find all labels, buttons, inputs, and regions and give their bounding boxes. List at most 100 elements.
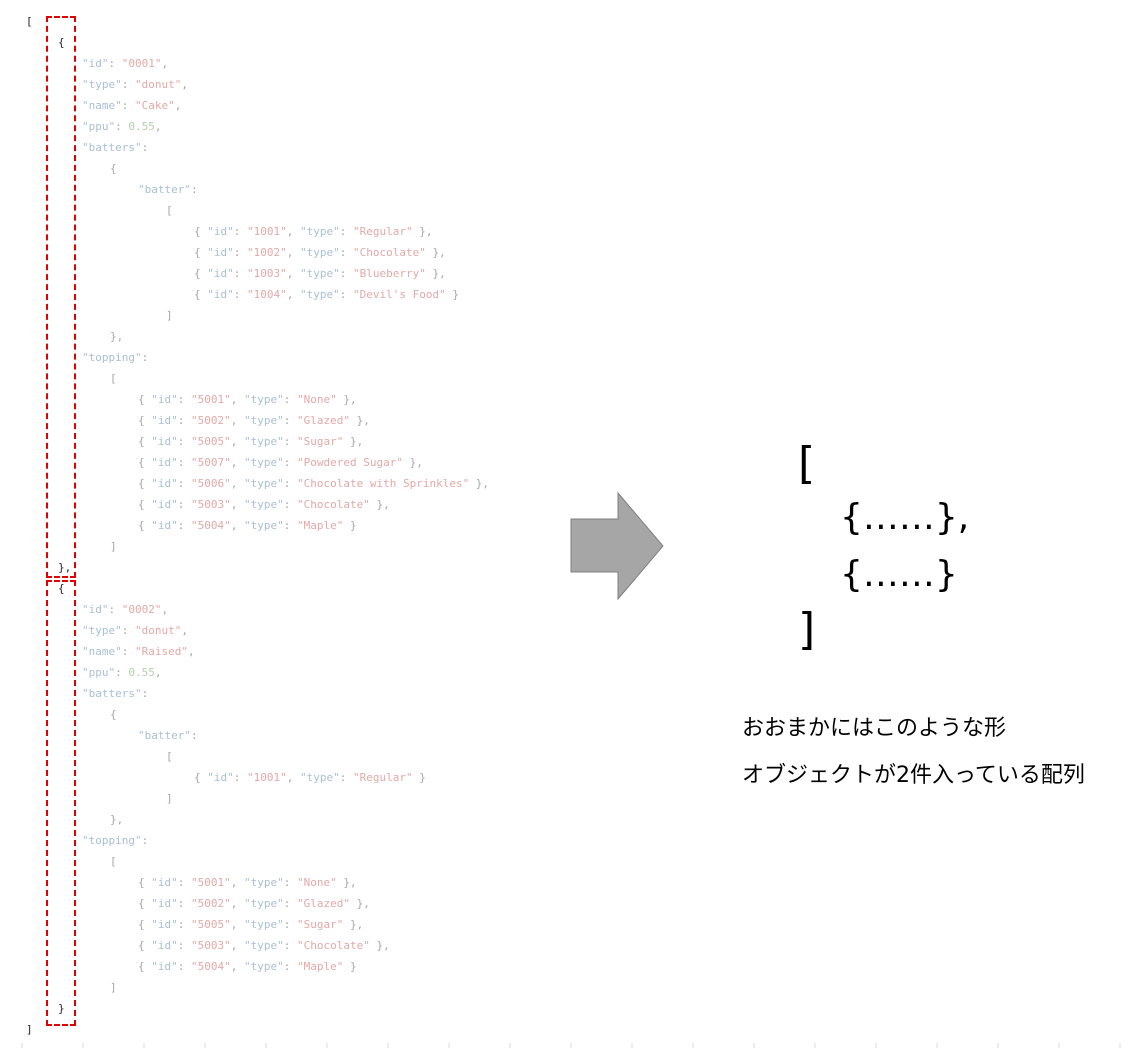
code-token: , (230, 456, 244, 469)
code-token: "Chocolate" (353, 246, 426, 259)
code-token: } (412, 771, 426, 784)
code-line: ] (26, 1019, 33, 1040)
code-token: "id" (207, 225, 234, 238)
code-token: "type" (244, 393, 284, 406)
code-token: { (138, 393, 152, 406)
code-token: "type" (244, 414, 284, 427)
code-token: "donut" (135, 78, 182, 91)
code-line: "topping": (82, 347, 148, 368)
code-token: }, (343, 435, 364, 448)
code-token: { (138, 477, 152, 490)
code-token: : (177, 939, 191, 952)
code-token: : (283, 918, 297, 931)
code-token: ] (166, 792, 173, 805)
code-token: "1004" (247, 288, 287, 301)
code-token: { (58, 582, 65, 595)
code-token: : (283, 393, 297, 406)
code-token: , (154, 666, 162, 679)
code-token: }, (343, 918, 364, 931)
code-line: { "id": "5006", "type": "Chocolate with … (138, 473, 489, 494)
code-token: , (230, 876, 244, 889)
code-token: "Glazed" (297, 897, 350, 910)
code-line: "batters": (82, 683, 148, 704)
code-token: "type" (244, 519, 284, 532)
code-token: { (58, 36, 65, 49)
code-line: [ (110, 851, 117, 872)
code-token: : (233, 225, 247, 238)
code-token: , (230, 939, 244, 952)
code-token: "type" (300, 288, 340, 301)
code-line: { "id": "5007", "type": "Powdered Sugar"… (138, 452, 423, 473)
code-line: "name": "Raised", (82, 641, 195, 662)
code-token: "Cake" (135, 99, 175, 112)
code-line: "topping": (82, 830, 148, 851)
code-token: , (230, 519, 244, 532)
code-token: "id" (151, 456, 178, 469)
code-token: : (339, 225, 353, 238)
code-token: "type" (82, 78, 122, 91)
code-token: "id" (82, 57, 109, 70)
code-token: : (283, 414, 297, 427)
code-token: { (110, 708, 117, 721)
code-token: ] (166, 309, 173, 322)
code-token: "5003" (191, 498, 231, 511)
code-token: "5003" (191, 939, 231, 952)
code-token: "id" (151, 939, 178, 952)
code-line: ] (166, 788, 173, 809)
code-token: "id" (207, 771, 234, 784)
code-line: { "id": "5004", "type": "Maple" } (138, 956, 357, 977)
code-token: { (138, 960, 152, 973)
code-token: "id" (151, 897, 178, 910)
code-token: [ (110, 372, 117, 385)
code-token: "type" (300, 225, 340, 238)
code-token: "Raised" (135, 645, 188, 658)
code-token: "Blueberry" (353, 267, 426, 280)
code-token: , (230, 414, 244, 427)
code-token: ] (26, 1023, 33, 1036)
code-token: : (141, 834, 149, 847)
code-token: { (138, 876, 152, 889)
code-token: "Powdered Sugar" (297, 456, 403, 469)
code-token: "type" (244, 918, 284, 931)
code-token: { (194, 288, 208, 301)
code-line: ] (110, 977, 117, 998)
code-token: }, (336, 393, 357, 406)
code-token: "id" (151, 918, 178, 931)
code-token: : (283, 897, 297, 910)
code-token: : (121, 99, 135, 112)
code-token: "type" (244, 498, 284, 511)
code-token: "id" (207, 267, 234, 280)
code-token: : (339, 771, 353, 784)
code-token: "Chocolate with Sprinkles" (297, 477, 470, 490)
code-token: , (286, 288, 300, 301)
code-token: "batter" (138, 183, 191, 196)
code-token: "id" (151, 876, 178, 889)
code-token: "5001" (191, 876, 231, 889)
code-line: "batters": (82, 137, 148, 158)
code-token: , (286, 246, 300, 259)
code-token: : (283, 876, 297, 889)
code-token: "ppu" (82, 120, 116, 133)
code-token: "1001" (247, 225, 287, 238)
first-object-highlight-box (46, 16, 76, 578)
code-token: } (58, 1002, 65, 1015)
code-token: , (161, 57, 169, 70)
code-token: : (233, 771, 247, 784)
code-token: : (141, 141, 149, 154)
second-object-highlight-box (46, 580, 76, 1026)
code-token: , (230, 477, 244, 490)
code-line: "name": "Cake", (82, 95, 181, 116)
code-line: { "id": "5005", "type": "Sugar" }, (138, 431, 363, 452)
code-token: : (283, 960, 297, 973)
bottom-ruler-ticks (21, 1043, 1121, 1048)
code-token: "5004" (191, 519, 231, 532)
code-line: { "id": "5001", "type": "None" }, (138, 389, 357, 410)
code-line: ] (166, 305, 173, 326)
code-token: : (283, 435, 297, 448)
code-token: "id" (207, 246, 234, 259)
code-token: : (108, 603, 122, 616)
code-token: : (177, 897, 191, 910)
code-line: "id": "0001", (82, 53, 168, 74)
code-token: : (190, 183, 198, 196)
code-token: : (339, 288, 353, 301)
